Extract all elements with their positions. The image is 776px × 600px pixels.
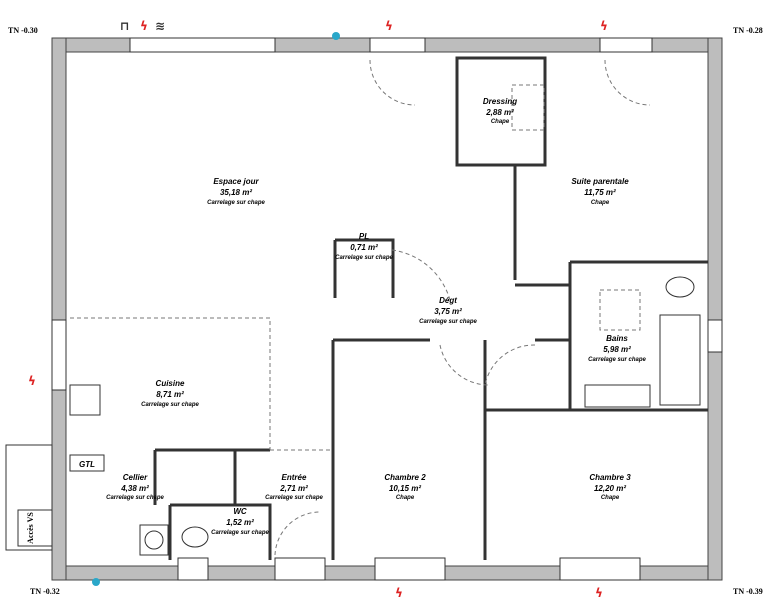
level-top-right: TN -0.28 — [733, 26, 763, 35]
svg-text:8,71 m²: 8,71 m² — [156, 390, 184, 399]
svg-text:Bains: Bains — [606, 334, 628, 343]
room-chambre-3: Chambre 3 12,20 m² Chape — [589, 473, 631, 501]
svg-text:Carrelage sur chape: Carrelage sur chape — [106, 495, 164, 501]
svg-text:Dégt: Dégt — [439, 296, 457, 305]
bathtub — [659, 314, 701, 406]
toilet — [665, 276, 695, 298]
room-bains: Bains 5,98 m² Carrelage sur chape — [588, 334, 646, 363]
gtl-label: GTL — [79, 460, 95, 469]
svg-text:Carrelage sur chape: Carrelage sur chape — [335, 255, 393, 261]
room-dressing: Dressing 2,88 m² Chape — [483, 97, 517, 125]
svg-text:Suite parentale: Suite parentale — [571, 177, 629, 186]
marker-icon — [332, 32, 340, 40]
room-cellier: Cellier 4,38 m² Carrelage sur chape — [106, 473, 164, 501]
room-degt: Dégt 3,75 m² Carrelage sur chape — [419, 296, 477, 325]
svg-text:0,71 m²: 0,71 m² — [350, 243, 378, 252]
power-icon: ϟ — [140, 19, 148, 33]
svg-text:Carrelage sur chape: Carrelage sur chape — [211, 530, 269, 536]
marker-icon — [92, 578, 100, 586]
svg-text:Cuisine: Cuisine — [156, 379, 185, 388]
level-bottom-right: TN -0.39 — [733, 587, 763, 596]
electrical-symbols: ⊓ ϟ ≋ ϟ ϟ ϟ ϟ ϟ — [28, 19, 608, 600]
room-pl: PL 0,71 m² Carrelage sur chape — [335, 232, 393, 261]
svg-text:Carrelage sur chape: Carrelage sur chape — [207, 200, 265, 206]
wc-toilet — [181, 526, 209, 548]
gtl-box — [69, 454, 105, 472]
svg-text:1,52 m²: 1,52 m² — [226, 518, 254, 527]
svg-text:2,88 m²: 2,88 m² — [485, 108, 514, 117]
interior-walls — [153, 56, 708, 560]
svg-text:Chape: Chape — [491, 119, 510, 125]
power-icon: ϟ — [600, 19, 608, 33]
washing-machine — [139, 524, 169, 556]
kitchen-outline — [70, 59, 651, 556]
level-top-left: TN -0.30 — [8, 26, 38, 35]
svg-text:Cellier: Cellier — [123, 473, 148, 482]
svg-text:WC: WC — [233, 507, 247, 516]
svg-text:Carrelage sur chape: Carrelage sur chape — [141, 402, 199, 408]
svg-text:12,20 m²: 12,20 m² — [594, 484, 626, 493]
svg-text:2,71 m²: 2,71 m² — [279, 484, 308, 493]
svg-text:Entrée: Entrée — [282, 473, 307, 482]
svg-text:Chape: Chape — [591, 200, 610, 206]
svg-text:Espace jour: Espace jour — [213, 177, 259, 186]
room-suite-parentale: Suite parentale 11,75 m² Chape — [571, 177, 629, 206]
socket-icon: ⊓ — [120, 19, 130, 33]
power-icon: ϟ — [395, 586, 403, 600]
room-entree: Entrée 2,71 m² Carrelage sur chape — [265, 473, 323, 501]
svg-text:Chape: Chape — [396, 495, 415, 501]
room-espace-jour: Espace jour 35,18 m² Carrelage sur chape — [207, 177, 265, 206]
svg-text:Dressing: Dressing — [483, 97, 517, 106]
svg-text:3,75 m²: 3,75 m² — [434, 307, 462, 316]
svg-text:Chambre 2: Chambre 2 — [384, 473, 426, 482]
svg-text:Chambre 3: Chambre 3 — [589, 473, 631, 482]
svg-text:Carrelage sur chape: Carrelage sur chape — [419, 319, 477, 325]
oven — [69, 384, 101, 416]
windows — [51, 37, 723, 581]
svg-text:35,18 m²: 35,18 m² — [220, 188, 252, 197]
svg-text:Carrelage sur chape: Carrelage sur chape — [588, 357, 646, 363]
level-bottom-left: TN -0.32 — [30, 587, 60, 596]
access-label: Accès VS — [26, 512, 35, 544]
room-wc: WC 1,52 m² Carrelage sur chape — [211, 507, 269, 536]
svg-text:11,75 m²: 11,75 m² — [584, 188, 616, 197]
svg-text:4,38 m²: 4,38 m² — [120, 484, 149, 493]
fixtures: GTL — [69, 276, 701, 556]
room-cuisine: Cuisine 8,71 m² Carrelage sur chape — [141, 379, 199, 408]
svg-text:5,98 m²: 5,98 m² — [603, 345, 631, 354]
power-icon: ϟ — [28, 374, 36, 388]
svg-text:PL: PL — [359, 232, 369, 241]
vanity — [584, 384, 651, 408]
svg-text:Carrelage sur chape: Carrelage sur chape — [265, 495, 323, 501]
power-icon: ϟ — [595, 586, 603, 600]
access-vs: Accès VS — [5, 444, 53, 551]
network-icon: ≋ — [155, 19, 165, 33]
power-icon: ϟ — [385, 19, 393, 33]
svg-text:10,15 m²: 10,15 m² — [389, 484, 421, 493]
svg-text:Chape: Chape — [601, 495, 620, 501]
room-chambre-2: Chambre 2 10,15 m² Chape — [384, 473, 426, 501]
